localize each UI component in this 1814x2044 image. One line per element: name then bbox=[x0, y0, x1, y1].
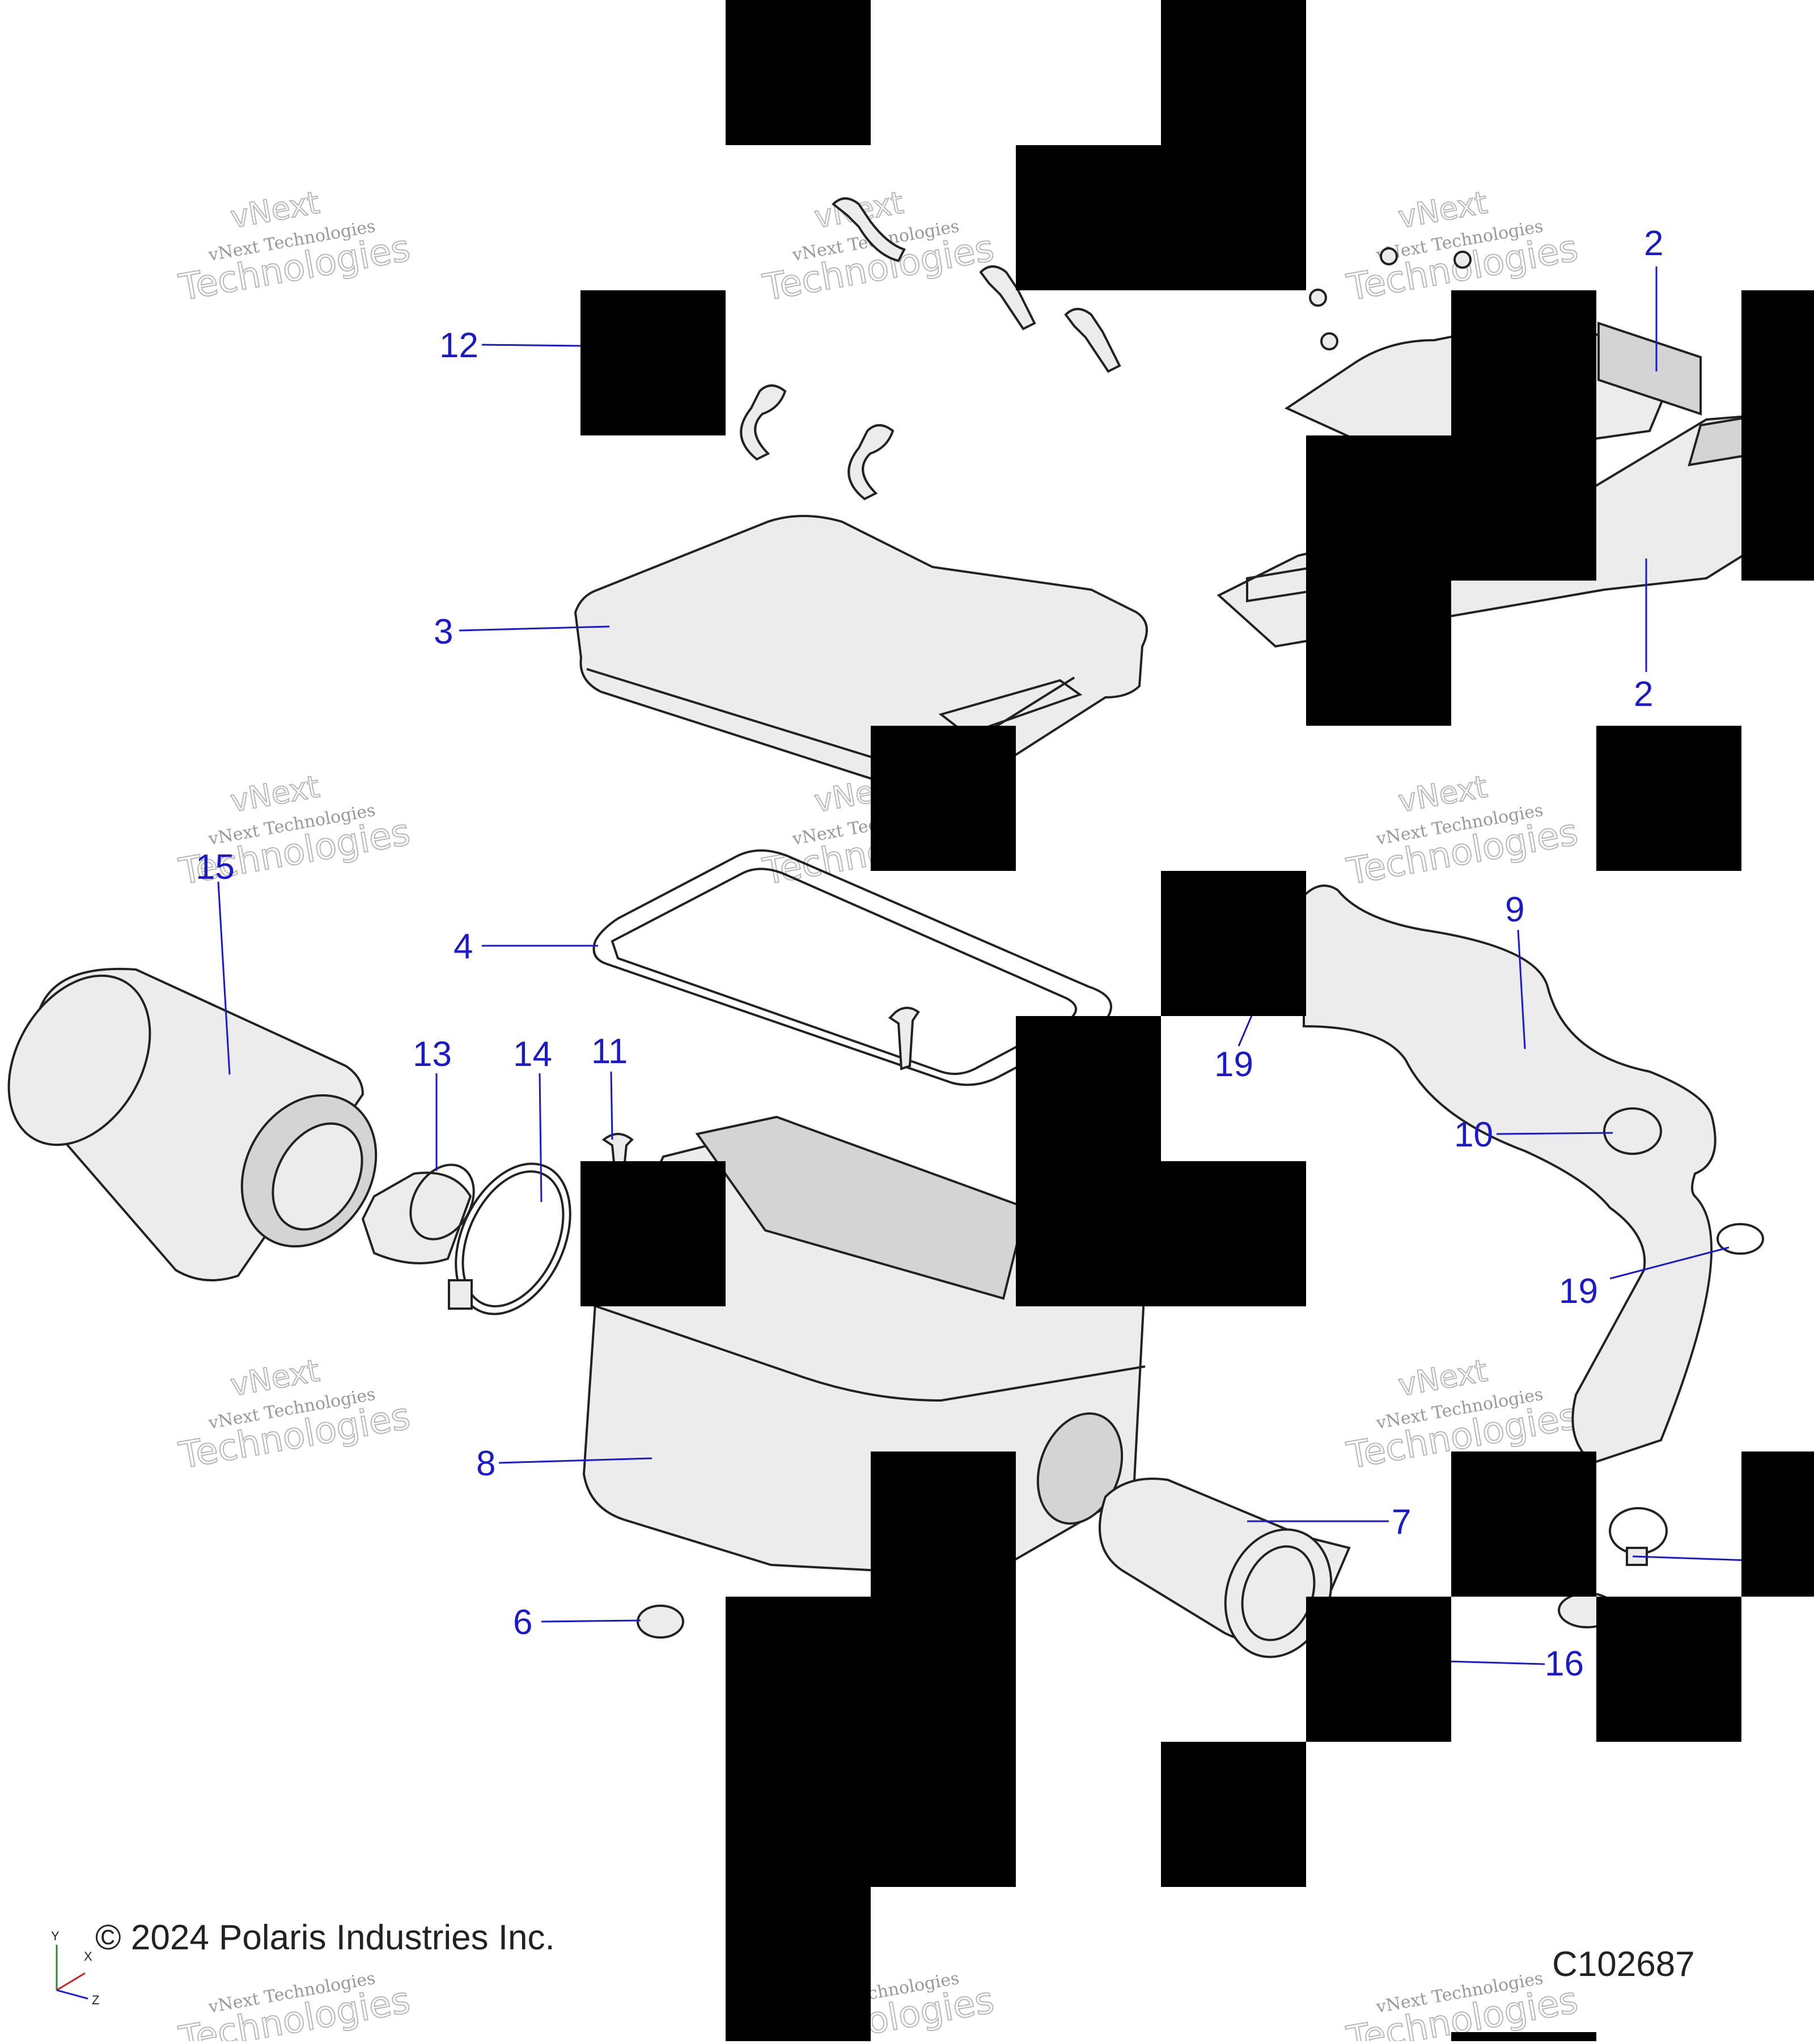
breather-tube bbox=[1303, 885, 1764, 1465]
watermark: vNext Technologies Technologies bbox=[1343, 1969, 1582, 2044]
callout-15: 15 bbox=[196, 848, 235, 887]
redaction-block bbox=[580, 290, 726, 435]
cover-body bbox=[574, 515, 1148, 797]
screw bbox=[1309, 289, 1327, 307]
watermark: vNext Technologies Technologies bbox=[175, 1969, 414, 2044]
redaction-block bbox=[1016, 145, 1306, 290]
redaction-block bbox=[1741, 290, 1814, 581]
watermark: vNext Technologies Technologies vNext bbox=[175, 1352, 414, 1478]
redaction-block bbox=[1451, 1451, 1596, 1597]
callout-8: 8 bbox=[476, 1444, 495, 1483]
filter-outlet-inner bbox=[272, 1122, 363, 1231]
callout-19a: 19 bbox=[1214, 1045, 1253, 1084]
callout-12: 12 bbox=[439, 326, 478, 365]
callout-11: 11 bbox=[591, 1032, 628, 1071]
clip bbox=[847, 424, 895, 501]
callout-2b: 2 bbox=[1634, 675, 1653, 714]
hose-clamp bbox=[448, 1162, 571, 1315]
callout-19b: 19 bbox=[1559, 1272, 1598, 1311]
redaction-block bbox=[1161, 0, 1306, 145]
gasket-outer bbox=[592, 849, 1112, 1086]
duct-upper-end bbox=[1597, 321, 1702, 416]
tube-body bbox=[1303, 885, 1716, 1465]
axis-y-label: Y bbox=[51, 1929, 60, 1943]
axis-triad: Y X Z bbox=[51, 1929, 99, 2007]
callout-4: 4 bbox=[454, 927, 473, 966]
air-filter bbox=[7, 967, 378, 1281]
callout-7: 7 bbox=[1392, 1503, 1411, 1542]
clip bbox=[979, 265, 1036, 331]
base-inner bbox=[695, 1115, 1028, 1300]
redaction-block bbox=[1306, 581, 1451, 726]
redaction-block bbox=[1306, 435, 1596, 581]
clamp-screw bbox=[448, 1279, 473, 1310]
redaction-block bbox=[726, 0, 871, 145]
redaction-block bbox=[726, 1887, 871, 2041]
screw bbox=[1453, 251, 1472, 269]
screw bbox=[1320, 332, 1338, 350]
redaction-block bbox=[1596, 1597, 1741, 1742]
clip bbox=[1064, 308, 1121, 373]
screw bbox=[888, 1006, 920, 1070]
base-rim bbox=[589, 1303, 1146, 1402]
clip-group-top bbox=[740, 197, 1121, 501]
tube-clamp bbox=[1716, 1223, 1764, 1255]
watermark: vNext Technologies Technologies vNext bbox=[1343, 184, 1582, 310]
ring-body bbox=[361, 1171, 472, 1264]
filter-cap bbox=[7, 974, 151, 1146]
callout-14: 14 bbox=[513, 1035, 552, 1074]
gasket bbox=[592, 849, 1112, 1086]
airbox-cover bbox=[574, 515, 1148, 797]
clamp-band bbox=[455, 1162, 571, 1315]
clamp-band-inner bbox=[461, 1170, 565, 1307]
callout-16: 16 bbox=[1545, 1644, 1584, 1683]
redaction-block bbox=[871, 1451, 1016, 1597]
tube-clamp bbox=[1603, 1107, 1662, 1155]
redaction-block bbox=[1016, 1161, 1306, 1306]
callout-6: 6 bbox=[513, 1603, 532, 1642]
redaction-block bbox=[1306, 1597, 1451, 1742]
callout-10: 10 bbox=[1454, 1115, 1493, 1154]
redaction-blocks bbox=[580, 0, 1814, 2041]
diagram-code: C102687 bbox=[1552, 1945, 1695, 1984]
callout-9: 9 bbox=[1505, 890, 1524, 929]
callout-group: 2 2 3 4 6 7 8 9 10 11 12 13 14 15 16 19 bbox=[196, 224, 1749, 1683]
callout-13: 13 bbox=[413, 1035, 452, 1074]
redaction-block bbox=[726, 2032, 871, 2041]
redaction-block bbox=[1161, 1742, 1306, 1887]
redaction-block bbox=[1016, 1016, 1161, 1161]
redaction-block bbox=[726, 1597, 1016, 1887]
gasket-inner bbox=[611, 867, 1077, 1075]
callout-2a: 2 bbox=[1644, 224, 1663, 263]
redaction-block bbox=[1451, 290, 1596, 435]
redaction-block bbox=[1596, 726, 1741, 871]
screw-group bbox=[1309, 247, 1472, 350]
axis-z-label: Z bbox=[92, 1993, 99, 2007]
redaction-block bbox=[580, 1161, 726, 1306]
callout-3: 3 bbox=[434, 612, 453, 651]
coupler-ring bbox=[361, 1163, 475, 1264]
screw bbox=[1380, 247, 1398, 265]
copyright-text: © 2024 Polaris Industries Inc. bbox=[95, 1918, 555, 1957]
grommet bbox=[637, 1605, 684, 1639]
watermark: vNext Technologies Technologies vNext bbox=[175, 184, 414, 310]
redaction-block bbox=[871, 726, 1016, 871]
watermark: vNext Technologies Technologies vNext bbox=[1343, 768, 1582, 894]
clip bbox=[832, 197, 906, 263]
base-outlet bbox=[1036, 1412, 1124, 1525]
redaction-block bbox=[1161, 871, 1306, 1016]
clip bbox=[740, 384, 787, 461]
redaction-block bbox=[1741, 1451, 1814, 1597]
axis-x-label: X bbox=[84, 1949, 92, 1963]
redaction-block bbox=[1451, 2032, 1596, 2041]
